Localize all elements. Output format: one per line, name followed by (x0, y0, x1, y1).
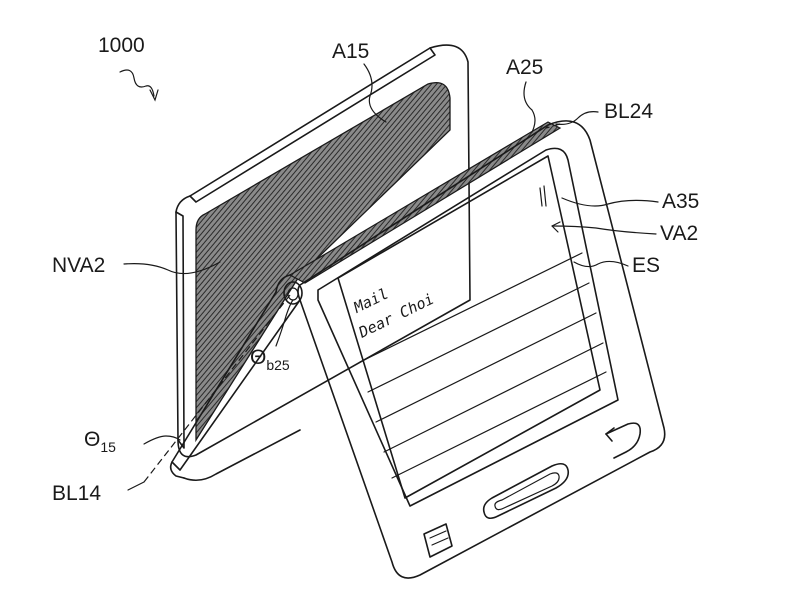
label-theta-15: Θ15 (84, 428, 116, 455)
device-base (183, 429, 301, 482)
menu-icon[interactable] (423, 523, 453, 558)
back-display-area (195, 81, 451, 443)
label-a35: A35 (662, 190, 699, 213)
mail-lines (359, 252, 607, 479)
label-es: ES (632, 254, 660, 277)
label-theta-b25: Θb25 (250, 346, 290, 373)
reference-labels: 1000 A15 A25 BL24 A35 VA2 ES NVA2 Θb25 Θ… (52, 34, 699, 505)
hinge-pin (283, 281, 303, 305)
label-1000: 1000 (98, 34, 145, 57)
leader-lines (119, 63, 659, 491)
label-bl14: BL14 (52, 482, 101, 505)
label-a15: A15 (332, 40, 369, 63)
home-button[interactable] (482, 462, 570, 520)
back-panel-edge (175, 211, 185, 449)
hinge-panel (169, 121, 562, 479)
label-nva2: NVA2 (52, 254, 105, 277)
label-va2: VA2 (660, 222, 698, 245)
label-bl24: BL24 (604, 100, 653, 123)
front-panel-frame (297, 120, 666, 579)
hinge-display-area (288, 121, 562, 284)
back-panel-frame (175, 44, 471, 458)
back-arrow-icon[interactable] (605, 422, 642, 459)
front-display-area (337, 155, 601, 499)
front-panel-bezel (317, 147, 619, 507)
label-a25: A25 (506, 56, 543, 79)
back-panel (175, 44, 471, 458)
hinge-left-leg (171, 291, 301, 471)
